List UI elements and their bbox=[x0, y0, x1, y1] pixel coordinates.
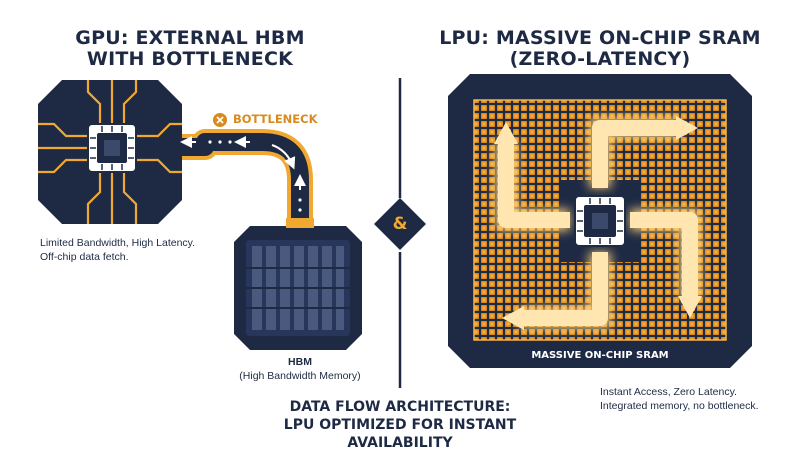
gpu-caption-line2: Off-chip data fetch. bbox=[40, 251, 129, 263]
gpu-die bbox=[38, 80, 182, 224]
gpu-title: GPU: EXTERNAL HBM WITH BOTTLENECK bbox=[40, 28, 340, 70]
gpu-caption-line1: Limited Bandwidth, High Latency. bbox=[40, 237, 196, 249]
gpu-title-line2: WITH BOTTLENECK bbox=[86, 48, 294, 70]
lpu-caption-line1: Instant Access, Zero Latency. bbox=[600, 386, 737, 398]
lpu-title: LPU: MASSIVE ON-CHIP SRAM (ZERO-LATENCY) bbox=[430, 28, 770, 70]
bottleneck-label: BOTTLENECK bbox=[233, 112, 318, 126]
sram-label: MASSIVE ON-CHIP SRAM bbox=[531, 350, 669, 361]
lpu-title-line1: LPU: MASSIVE ON-CHIP SRAM bbox=[439, 27, 761, 49]
gpu-caption: Limited Bandwidth, High Latency. Off-chi… bbox=[40, 236, 220, 264]
ampersand-badge bbox=[374, 198, 426, 250]
gpu-title-line1: GPU: EXTERNAL HBM bbox=[75, 27, 305, 49]
lpu-title-line2: (ZERO-LATENCY) bbox=[509, 48, 691, 70]
footer-line1: DATA FLOW ARCHITECTURE: bbox=[289, 399, 511, 415]
lpu-caption-line2: Integrated memory, no bottleneck. bbox=[600, 400, 759, 412]
bottleneck-x-icon bbox=[213, 113, 227, 127]
bottleneck-pipe bbox=[178, 129, 313, 218]
gpu-traces bbox=[38, 80, 182, 224]
lpu-die bbox=[448, 74, 752, 368]
hbm-module bbox=[234, 218, 362, 350]
footer-title: DATA FLOW ARCHITECTURE: LPU OPTIMIZED FO… bbox=[230, 398, 570, 452]
lpu-caption: Instant Access, Zero Latency. Integrated… bbox=[600, 385, 790, 413]
hbm-label: HBM bbox=[288, 356, 312, 368]
hbm-caption: HBM (High Bandwidth Memory) bbox=[218, 356, 382, 383]
hbm-sublabel: (High Bandwidth Memory) bbox=[239, 370, 361, 382]
data-flow-arms bbox=[498, 120, 698, 326]
ampersand-symbol: & bbox=[392, 214, 408, 234]
